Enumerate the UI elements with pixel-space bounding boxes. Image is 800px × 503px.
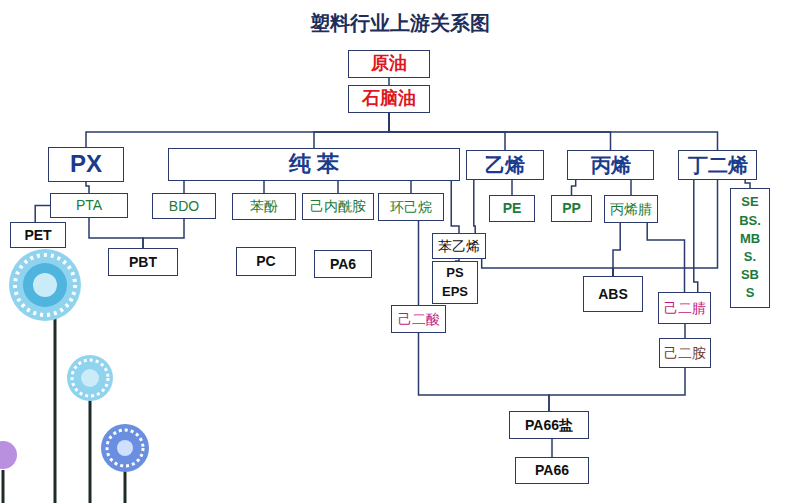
- material-box: 苯酚: [232, 193, 296, 220]
- material-name: BDO: [169, 198, 199, 215]
- material-name: 丙烯: [591, 153, 631, 177]
- material-box: PA6: [314, 250, 372, 278]
- material-name: PA6: [330, 256, 356, 273]
- connector-line: [745, 180, 750, 188]
- connector-line: [482, 259, 613, 276]
- material-name: 苯酚: [250, 198, 278, 215]
- connector-line: [418, 221, 420, 305]
- connector-line: [183, 181, 185, 193]
- connector-line: [511, 180, 513, 195]
- material-name: PTA: [76, 197, 102, 214]
- connector-line: [263, 181, 265, 193]
- material-box: 石脑油: [348, 85, 430, 113]
- material-box: 乙烯: [466, 150, 544, 180]
- material-box: PX: [48, 147, 124, 182]
- connector-line: [684, 324, 686, 338]
- material-name: PA66: [535, 462, 569, 479]
- material-box: 环己烷: [378, 193, 444, 221]
- material-name: 丁二烯: [688, 153, 748, 177]
- connector-line: [694, 180, 698, 292]
- connector-line: [86, 113, 389, 147]
- material-box: 丙烯: [567, 150, 654, 180]
- material-name: PET: [24, 227, 51, 244]
- material-box: SE BS. MB S. SB S: [730, 188, 770, 308]
- flower-heads: [0, 249, 149, 472]
- material-box: PC: [236, 247, 296, 276]
- material-box: PA66盐: [509, 411, 589, 439]
- material-name: ABS: [598, 286, 628, 303]
- material-box: BDO: [152, 193, 216, 219]
- material-name: 己二腈: [664, 300, 706, 317]
- material-box: PTA: [50, 193, 128, 218]
- material-box: PP: [551, 195, 592, 222]
- material-name: 石脑油: [362, 88, 416, 110]
- material-name: PBT: [129, 254, 157, 271]
- connector-line: [410, 181, 412, 193]
- connector-line: [388, 78, 390, 85]
- connector-line: [86, 182, 89, 193]
- material-name: PP: [562, 200, 581, 217]
- connector-line: [551, 439, 553, 457]
- material-name: PS EPS: [440, 264, 470, 300]
- material-box: 己二胺: [659, 338, 711, 368]
- material-box: 己二腈: [658, 292, 711, 324]
- material-name: PA66盐: [525, 417, 573, 434]
- material-box: 苯乙烯: [432, 233, 486, 259]
- connector-line: [419, 333, 550, 411]
- material-box: 原油: [348, 50, 430, 78]
- material-box: 己内酰胺: [302, 193, 374, 220]
- connector-line: [337, 181, 339, 193]
- connector-line: [474, 180, 475, 233]
- material-box: PBT: [108, 248, 178, 276]
- material-name: SE BS. MB S. SB S: [735, 193, 765, 302]
- material-box: ABS: [583, 276, 643, 312]
- material-name: 己二胺: [664, 345, 706, 362]
- material-name: 己内酰胺: [310, 198, 366, 215]
- material-box: 己二酸: [391, 305, 446, 333]
- material-name: PC: [256, 253, 275, 270]
- material-name: 原油: [371, 53, 407, 75]
- connector-line: [451, 181, 459, 233]
- material-name: 纯 苯: [289, 151, 339, 177]
- material-name: 乙烯: [485, 153, 525, 177]
- diagram-title: 塑料行业上游关系图: [0, 10, 800, 37]
- material-box: PET: [10, 222, 66, 248]
- connector-line: [89, 218, 143, 248]
- connector-line: [35, 206, 50, 223]
- material-name: 苯乙烯: [438, 238, 480, 255]
- material-box: PA66: [515, 457, 589, 484]
- connector-line: [143, 219, 184, 248]
- flower-stems: [3, 310, 125, 503]
- material-box: PS EPS: [432, 261, 478, 304]
- material-name: 环己烷: [390, 199, 432, 216]
- connector-line: [572, 180, 576, 195]
- connector-line: [647, 223, 684, 292]
- material-box: PE: [489, 195, 535, 222]
- material-name: 己二酸: [398, 311, 440, 328]
- connector-line: [630, 180, 632, 195]
- connector-line: [389, 113, 718, 150]
- connector-line: [549, 368, 685, 411]
- connector-line: [314, 113, 389, 148]
- material-name: PX: [70, 150, 102, 179]
- material-name: PE: [503, 200, 522, 217]
- material-name: 丙烯腈: [610, 201, 652, 218]
- material-box: 丙烯腈: [604, 195, 658, 223]
- material-box: 纯 苯: [168, 148, 460, 181]
- material-box: 丁二烯: [678, 150, 757, 180]
